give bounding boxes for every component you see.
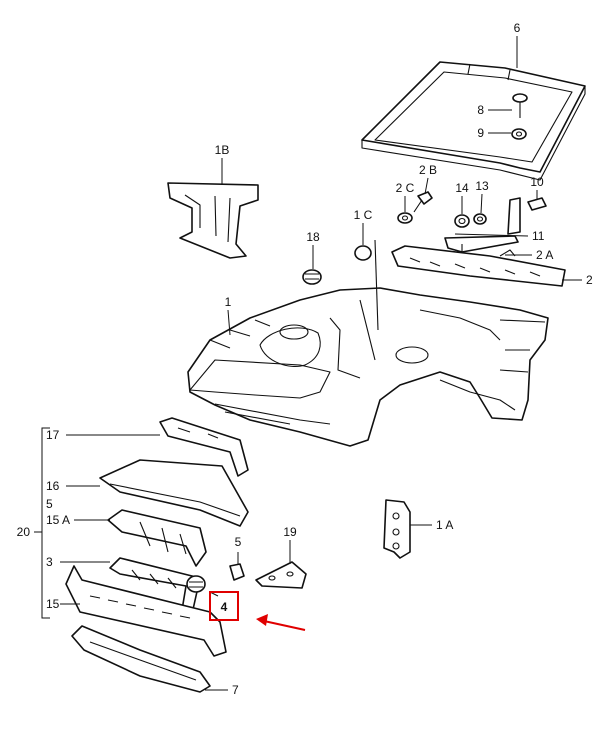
label-8: 8	[477, 103, 484, 117]
part-8-screw	[512, 93, 528, 118]
part-9-washer	[511, 128, 527, 140]
label-19: 19	[283, 525, 297, 539]
label-20: 20	[17, 525, 31, 539]
label-13: 13	[475, 179, 489, 193]
part-17-crossmember	[159, 417, 249, 477]
label-18: 18	[306, 230, 320, 244]
highlight-box	[209, 591, 239, 621]
part-2c-nut	[397, 212, 413, 224]
label-15a: 15 A	[46, 513, 70, 527]
label-1a: 1 A	[436, 518, 453, 532]
label-15: 15	[46, 597, 60, 611]
part-7-spoiler	[71, 625, 211, 693]
label-3: 3	[46, 555, 53, 569]
label-5-left: 5	[46, 497, 53, 511]
label-1: 1	[225, 295, 232, 309]
label-17: 17	[46, 428, 60, 442]
label-7: 7	[232, 683, 239, 697]
label-2a: 2 A	[536, 248, 553, 262]
part-19-bracket	[255, 561, 307, 589]
label-2b: 2 B	[419, 163, 437, 177]
part-16-panel	[99, 459, 249, 527]
part-1b-bracket	[167, 182, 259, 259]
part-11-bracket	[444, 197, 521, 253]
part-1-front-body	[187, 239, 549, 447]
part-13-grommet	[473, 213, 487, 225]
label-14: 14	[455, 181, 469, 195]
part-1c-plug	[354, 245, 372, 261]
label-6: 6	[514, 21, 521, 35]
part-4-buffer	[186, 575, 206, 593]
part-2-cowl-panel	[391, 245, 566, 287]
label-1b: 1B	[215, 143, 230, 157]
part-14-clip	[454, 214, 470, 228]
part-2b-screw	[413, 191, 433, 213]
part-15a-bracket	[107, 509, 207, 567]
part-18-buffer	[302, 269, 322, 285]
label-11: 11	[532, 229, 545, 243]
label-2c: 2 C	[396, 181, 415, 195]
label-16: 16	[46, 479, 60, 493]
red-arrow-icon	[256, 614, 306, 631]
label-2: 2	[586, 273, 593, 287]
label-1c: 1 C	[354, 208, 373, 222]
part-1a-bracket	[383, 499, 411, 559]
label-10: 10	[530, 175, 544, 189]
part-5-bolt	[229, 563, 245, 581]
label-4: 4	[221, 600, 228, 614]
label-5: 5	[235, 535, 242, 549]
part-6-windshield-frame	[361, 61, 586, 181]
label-9: 9	[477, 126, 484, 140]
part-15-bumper-carrier	[65, 565, 227, 657]
